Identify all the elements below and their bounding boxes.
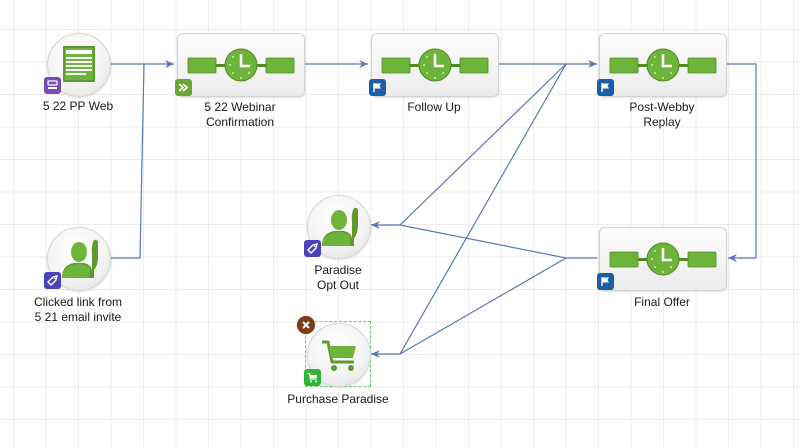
node-label: Purchase Paradise xyxy=(267,392,409,407)
node-label: 5 22 Webinar Confirmation xyxy=(169,100,311,130)
node-label: Post-Webby Replay xyxy=(591,100,733,130)
node-label-line: 5 22 PP Web xyxy=(42,99,114,113)
contact-person-icon xyxy=(322,207,358,246)
edge-final-offer-to-opt-out[interactable] xyxy=(399,224,597,259)
timer-email-icon xyxy=(187,48,295,82)
tag-icon xyxy=(304,240,321,257)
node-label-line: Opt Out xyxy=(316,278,360,292)
node-label-line: 5 21 email invite xyxy=(34,310,122,324)
node-circle[interactable] xyxy=(47,227,111,291)
node-label: Follow Up xyxy=(363,100,505,115)
form-icon xyxy=(44,77,61,94)
contact-person-icon xyxy=(62,239,98,278)
flag-icon xyxy=(597,273,614,290)
flag-icon xyxy=(369,79,386,96)
node-label-line: Paradise xyxy=(314,263,362,277)
node-label-line: Clicked link from xyxy=(33,295,123,309)
node-box[interactable] xyxy=(371,33,499,97)
node-label-line: Follow Up xyxy=(407,100,461,114)
node-box[interactable] xyxy=(599,33,727,97)
flag-icon xyxy=(597,79,614,96)
node-label-line: Post-Webby xyxy=(629,100,695,114)
node-box[interactable] xyxy=(599,227,727,291)
node-label-line: 5 22 Webinar xyxy=(204,100,276,114)
close-icon xyxy=(302,321,310,329)
cart-icon xyxy=(304,369,321,386)
edge-final-offer-to-purchase[interactable] xyxy=(399,257,567,355)
node-label: Clicked link from 5 21 email invite xyxy=(7,295,149,325)
edge-clicked-link-to-webinar[interactable] xyxy=(110,63,145,259)
remove-node-button[interactable] xyxy=(297,316,315,334)
node-label-line: Confirmation xyxy=(205,115,275,129)
forward-arrows-icon xyxy=(175,79,192,96)
timer-email-icon xyxy=(381,48,489,82)
node-label: 5 22 PP Web xyxy=(7,99,149,114)
node-label-line: Replay xyxy=(643,115,681,129)
node-label: Final Offer xyxy=(591,295,733,310)
timer-email-icon xyxy=(609,48,717,82)
edge-post-webby-to-final-offer[interactable] xyxy=(726,63,757,262)
node-label-line: Purchase Paradise xyxy=(287,392,389,406)
tag-icon xyxy=(44,272,61,289)
node-label: Paradise Opt Out xyxy=(267,263,409,293)
timer-email-icon xyxy=(609,242,717,276)
shopping-cart-icon xyxy=(322,340,356,371)
node-label-line: Final Offer xyxy=(634,295,690,309)
web-form-icon xyxy=(63,46,95,82)
node-box[interactable] xyxy=(177,33,305,97)
